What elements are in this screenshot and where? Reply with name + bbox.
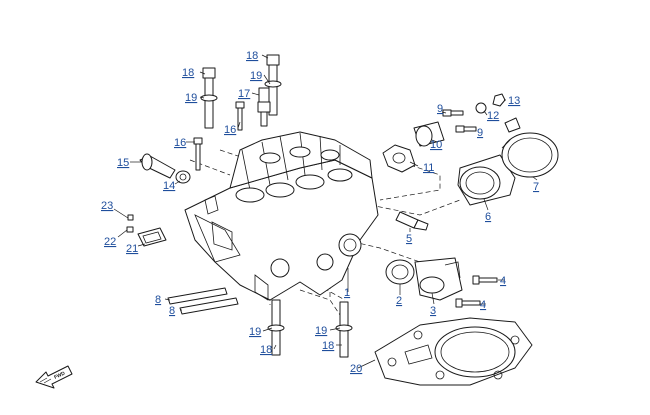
callout-23: 23	[101, 200, 113, 212]
callout-20: 20	[350, 363, 362, 375]
water-outlet-11	[382, 144, 416, 173]
thermostat-2	[385, 259, 415, 285]
thermostat-cover-3	[414, 257, 463, 301]
callout-3: 3	[430, 305, 436, 317]
hose-clamp-7	[501, 132, 559, 178]
callout-14: 14	[163, 180, 175, 192]
bolt-9-upper	[442, 109, 464, 117]
cylinder-head	[184, 131, 379, 301]
bolt-16-lower	[193, 137, 203, 171]
callout-18: 18	[260, 344, 272, 356]
callout-19: 19	[249, 326, 261, 338]
callout-11: 11	[423, 162, 434, 174]
fwd-arrow-badge: FWD	[35, 365, 73, 389]
bolt-9-lower	[455, 125, 477, 133]
callout-21: 21	[126, 243, 138, 255]
bolt-4-upper	[472, 275, 498, 285]
callout-19: 19	[250, 70, 262, 82]
callout-labels: 18 19 18 19 17 16 16 15 14 23 22 21 8 8 …	[101, 50, 539, 375]
callout-2: 2	[396, 295, 402, 307]
callout-9: 9	[437, 103, 443, 115]
callout-15: 15	[117, 157, 129, 169]
thermostat-housing-10	[413, 121, 445, 147]
callout-10: 10	[430, 139, 442, 151]
callout-16: 16	[174, 137, 186, 149]
callout-19: 19	[315, 325, 327, 337]
fwd-label: FWD	[53, 370, 66, 380]
bolt-16-upper	[235, 101, 245, 131]
bolt-4-lower	[455, 298, 481, 308]
callout-8: 8	[169, 305, 175, 317]
cover-plate-21	[137, 227, 167, 247]
callout-18: 18	[182, 67, 194, 79]
callout-5: 5	[406, 233, 412, 245]
screw-22	[126, 226, 134, 233]
callout-8: 8	[155, 294, 161, 306]
callout-16: 16	[224, 124, 236, 136]
intake-fitting-15	[139, 153, 176, 179]
callout-7: 7	[533, 181, 539, 193]
callout-18: 18	[246, 50, 258, 62]
cylinder-head-bolt-top-left	[200, 67, 218, 129]
callout-4: 4	[500, 275, 506, 287]
callout-19: 19	[185, 92, 197, 104]
nut-13	[492, 93, 506, 107]
callout-12: 12	[487, 110, 499, 122]
callout-9: 9	[477, 127, 483, 139]
callout-4: 4	[480, 299, 486, 311]
callout-6: 6	[485, 211, 491, 223]
screw-12	[475, 102, 487, 114]
callout-1: 1	[344, 287, 350, 299]
dowel-pin-8-upper	[167, 287, 228, 305]
intake-boot-6	[457, 154, 516, 206]
cylinder-head-bolt-bottom-left	[267, 299, 285, 356]
callout-13: 13	[508, 95, 520, 107]
dowel-pin-8-lower	[179, 297, 239, 315]
head-gasket	[374, 317, 533, 386]
callout-17: 17	[238, 88, 250, 100]
callout-18: 18	[322, 340, 334, 352]
cylinder-head-bolt-bottom-right	[335, 301, 353, 358]
screw-23	[127, 214, 134, 221]
temperature-sensor-5	[395, 211, 429, 231]
clamp-bracket	[504, 117, 521, 133]
spark-plug	[257, 87, 271, 127]
oil-seal-14	[175, 170, 191, 184]
leader-lines	[113, 54, 538, 369]
callout-22: 22	[104, 236, 116, 248]
